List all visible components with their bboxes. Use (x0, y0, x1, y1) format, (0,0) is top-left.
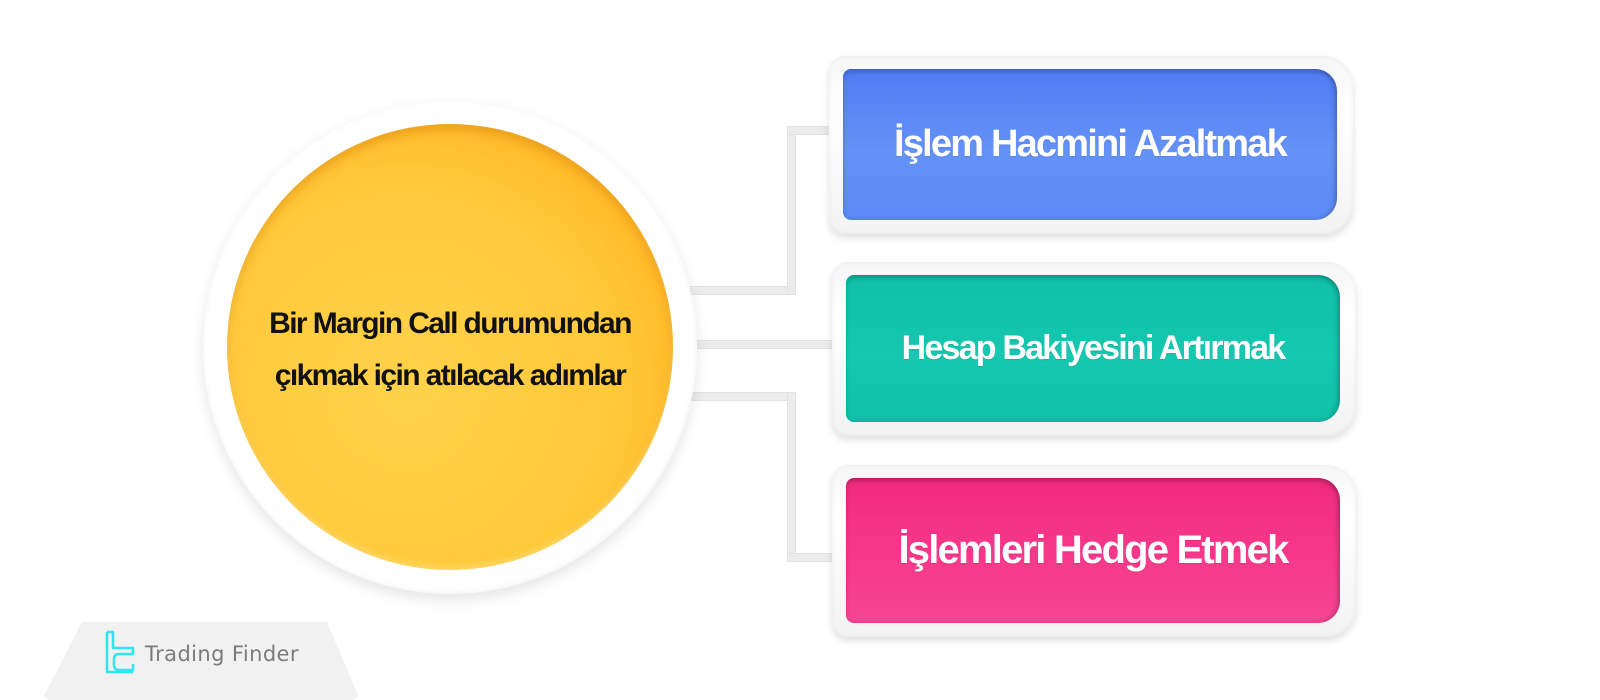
step-box-reduce-volume-fill: İşlem Hacmini Azaltmak (843, 69, 1337, 220)
step-box-reduce-volume: İşlem Hacmini Azaltmak (829, 56, 1353, 234)
connector-middle (694, 340, 834, 349)
center-title-line-2: çıkmak için atılacak adımlar (274, 359, 627, 392)
step-box-hedge-trades-fill: İşlemleri Hedge Etmek (846, 478, 1340, 623)
brand-name: Trading Finder (145, 642, 299, 666)
connector-top-horizontal-1 (690, 286, 796, 295)
step-box-increase-balance: Hesap Bakiyesini Artırmak (832, 262, 1356, 436)
connector-top-horizontal-2 (787, 126, 833, 135)
step-box-hedge-trades: İşlemleri Hedge Etmek (832, 465, 1356, 637)
trading-finder-logo-icon (105, 630, 135, 674)
connector-bottom-horizontal-1 (690, 392, 796, 401)
step-label-increase-balance: Hesap Bakiyesini Artırmak (901, 329, 1287, 367)
connector-top-vertical (787, 126, 796, 295)
center-circle-fill: Bir Margin Call durumundan çıkmak için a… (227, 124, 673, 570)
brand-tab (42, 622, 360, 700)
connector-bottom-horizontal-2 (787, 553, 837, 562)
step-label-reduce-volume: İşlem Hacmini Azaltmak (894, 123, 1288, 165)
center-title: Bir Margin Call durumundan çıkmak için a… (269, 298, 632, 402)
center-circle: Bir Margin Call durumundan çıkmak için a… (203, 100, 697, 594)
connector-bottom-vertical (787, 392, 796, 562)
step-label-hedge-trades: İşlemleri Hedge Etmek (898, 528, 1289, 572)
center-title-line-1: Bir Margin Call durumundan (269, 307, 632, 340)
step-box-increase-balance-fill: Hesap Bakiyesini Artırmak (846, 275, 1340, 422)
